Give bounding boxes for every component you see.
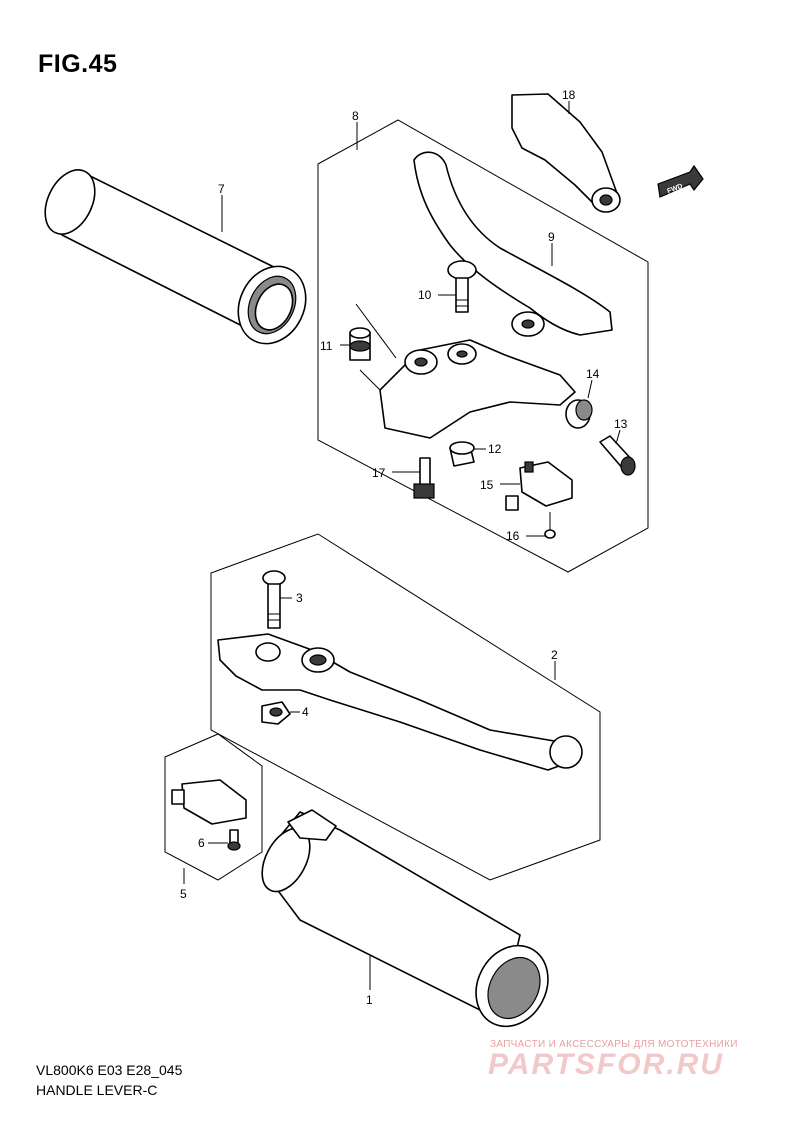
callout-8: 8	[352, 109, 359, 123]
part-8-lever-bracket	[359, 339, 576, 439]
part-7-grip	[44, 169, 307, 345]
callout-10: 10	[418, 288, 432, 302]
callout-15: 15	[480, 478, 494, 492]
callout-3: 3	[296, 591, 303, 605]
callout-17: 17	[372, 466, 386, 480]
fwd-direction-badge	[657, 164, 704, 198]
part-3-pivot-bolt	[262, 570, 286, 629]
part-5-brake-switch	[171, 779, 247, 825]
figure-code: VL800K6 E03 E28_045	[36, 1062, 183, 1078]
assembly-8-outline	[317, 119, 649, 573]
callout-18: 18	[562, 88, 576, 102]
callout-1: 1	[366, 993, 373, 1007]
leader-14	[587, 379, 593, 399]
callout-16: 16	[506, 529, 520, 543]
part-16-screw	[544, 512, 556, 539]
callout-13: 13	[614, 417, 628, 431]
part-4-nut	[261, 701, 291, 725]
part-11-collar	[349, 303, 397, 361]
part-12-nut	[449, 441, 475, 467]
watermark-tagline: ЗАПЧАСТИ И АКСЕССУАРЫ ДЛЯ МОТОТЕХНИКИ	[490, 1039, 738, 1050]
callout-12: 12	[488, 442, 502, 456]
figure-title: FIG.45	[38, 50, 118, 78]
callout-2: 2	[551, 648, 558, 662]
assembly-2-outline	[210, 533, 601, 881]
watermark-brand: PARTSFOR.RU	[488, 1048, 724, 1081]
part-10-pivot-bolt	[447, 260, 477, 313]
callout-11: 11	[320, 339, 333, 353]
figure-name: HANDLE LEVER-C	[36, 1082, 158, 1098]
part-1-throttle-grip	[261, 809, 549, 1028]
callout-7: 7	[218, 182, 225, 196]
part-13-adjusting-screw	[599, 435, 636, 476]
callout-5: 5	[180, 887, 187, 901]
callout-4: 4	[302, 705, 309, 719]
part-15-switch	[505, 461, 573, 511]
part-9-clutch-lever	[413, 151, 613, 337]
part-6-screw	[227, 829, 241, 851]
leader-13	[615, 429, 621, 445]
assembly-5-outline	[164, 733, 263, 881]
part-17-bolt	[413, 457, 435, 499]
callout-6: 6	[198, 836, 205, 850]
callout-14: 14	[586, 367, 600, 381]
callout-9: 9	[548, 230, 555, 244]
part-2-brake-lever	[217, 633, 583, 771]
part-14-adjuster	[565, 399, 593, 429]
part-18-lever-cover	[511, 93, 621, 213]
